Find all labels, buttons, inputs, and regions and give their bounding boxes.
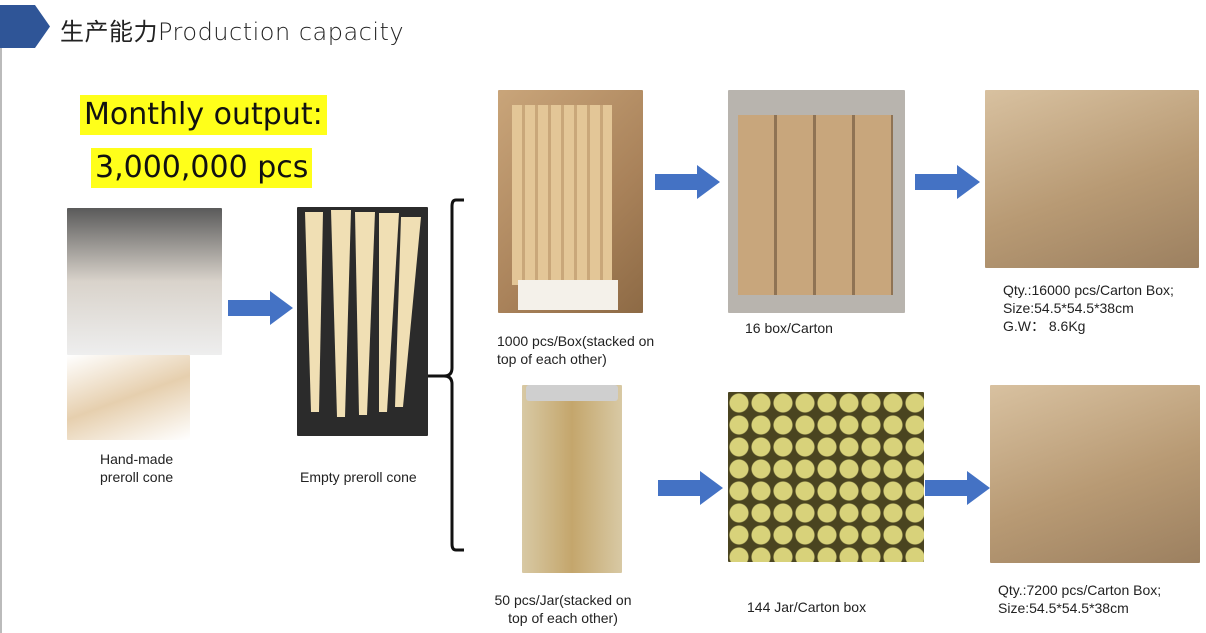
jar-carton-photo — [728, 392, 924, 562]
carton-photo — [728, 90, 905, 313]
jar-photo — [522, 385, 622, 573]
worker-photo — [67, 208, 222, 355]
arrow-right-icon — [658, 471, 723, 505]
arrow-right-icon — [655, 165, 720, 199]
jar-carton-label: 144 Jar/Carton box — [747, 599, 867, 615]
header-chevron — [0, 5, 50, 48]
carton-box-2-specs: Qty.:7200 pcs/Carton Box;Size:54.5*54.5*… — [998, 582, 1162, 616]
monthly-output-value: 3,000,000 pcs — [91, 148, 313, 188]
sealed-carton-photo — [985, 90, 1199, 268]
arrow-right-icon — [228, 291, 293, 325]
arrow-right-icon — [925, 471, 990, 505]
cone-box-photo — [498, 90, 643, 313]
carton-label: 16 box/Carton — [745, 320, 833, 336]
bracket — [428, 198, 464, 552]
arrow-right-icon — [915, 165, 980, 199]
empty-cone-label: Empty preroll cone — [300, 469, 417, 485]
carton-box-1-specs: Qty.:16000 pcs/Carton Box;Size:54.5*54.5… — [1003, 282, 1174, 334]
empty-cones-photo — [297, 207, 428, 436]
divider — [0, 48, 2, 633]
sealed-carton-photo-2 — [990, 385, 1200, 563]
handmade-cones-photo — [67, 355, 190, 440]
monthly-output-label: Monthly output: — [80, 95, 327, 135]
page-title: 生产能力Production capacity — [60, 18, 405, 46]
